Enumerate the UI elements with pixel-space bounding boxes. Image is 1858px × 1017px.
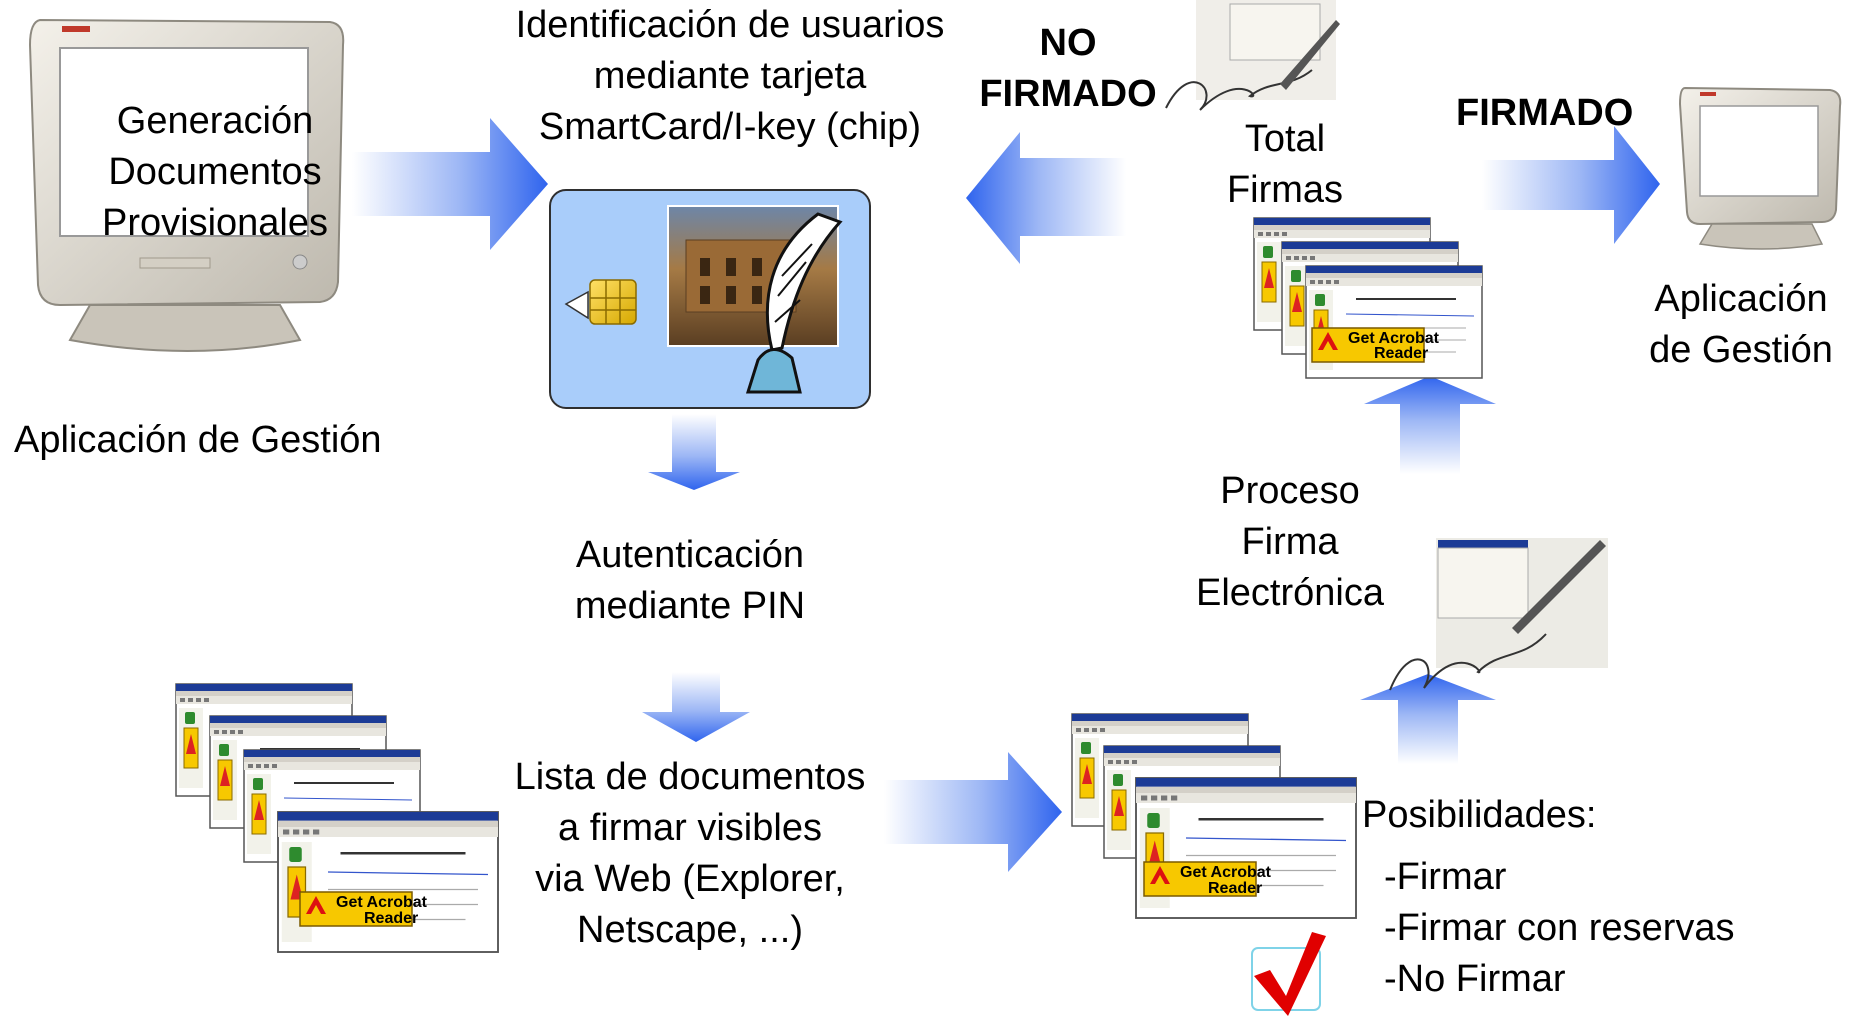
- label-autenticacion: Autenticación mediante PIN: [540, 530, 840, 632]
- label-proceso-line2: Firma: [1241, 521, 1339, 563]
- arrow-up-to-total: [1364, 376, 1496, 474]
- label-no-firmado-line1: NO: [1039, 22, 1097, 64]
- label-identificacion-line1: Identificación de usuarios: [515, 4, 945, 46]
- label-identificacion-line2: mediante tarjeta: [593, 55, 867, 97]
- label-aplicacion-right-line2: de Gestión: [1649, 329, 1833, 371]
- arrow-firmado-right: [1482, 126, 1660, 244]
- label-autenticacion-line2: mediante PIN: [574, 585, 806, 627]
- label-total-firmas-line2: Firmas: [1226, 169, 1344, 211]
- label-lista-line4: Netscape, ...): [577, 909, 803, 951]
- arrow-pin-down: [642, 672, 750, 742]
- label-proceso: Proceso Firma Electrónica: [1160, 466, 1420, 619]
- signature-top-icon: [1165, 0, 1340, 111]
- acrobat-text-mid-1: Get Acrobat: [1180, 864, 1272, 881]
- label-total-firmas-line1: Total: [1244, 118, 1326, 160]
- acrobat-labels: Get Acrobat Reader Get Acrobat Reader Ge…: [336, 330, 1440, 927]
- label-lista-line1: Lista de documentos: [514, 756, 866, 798]
- acrobat-text-left-2: Reader: [364, 910, 418, 927]
- arrow-left-to-card: [352, 118, 548, 250]
- label-lista-line2: a firmar visibles: [558, 807, 822, 849]
- label-identificacion: Identificación de usuarios mediante tarj…: [470, 0, 990, 153]
- list-posibilidades: -Firmar -Firmar con reservas -No Firmar: [1384, 852, 1735, 1005]
- label-no-firmado: NO FIRMADO: [948, 18, 1188, 120]
- label-firmado: FIRMADO: [1456, 92, 1634, 134]
- label-total-firmas: Total Firmas: [1200, 114, 1370, 216]
- signature-bottom-icon: [1389, 538, 1608, 691]
- label-aplicacion-right: Aplicación de Gestión: [1626, 274, 1856, 376]
- acrobat-text-right-2: Reader: [1374, 345, 1428, 362]
- check-icon: [1251, 932, 1326, 1016]
- arrow-lista-to-docs: [884, 752, 1062, 872]
- monitor-right-icon: [1678, 86, 1842, 250]
- smartcard-icon: [549, 189, 871, 409]
- arrow-up-to-proceso: [1360, 674, 1496, 764]
- label-proceso-line1: Proceso: [1220, 470, 1360, 512]
- label-proceso-line3: Electrónica: [1196, 572, 1384, 614]
- label-aplicacion-right-line1: Aplicación: [1654, 278, 1828, 320]
- label-posibilidades-title: Posibilidades:: [1362, 794, 1597, 836]
- list-item-no-firmar: -No Firmar: [1384, 958, 1566, 1000]
- acrobat-text-mid-2: Reader: [1208, 880, 1262, 897]
- arrow-to-total-left: [966, 132, 1126, 264]
- label-generacion: Generación Documentos Provisionales: [70, 96, 360, 249]
- label-identificacion-line3: SmartCard/I-key (chip): [538, 106, 922, 148]
- label-lista: Lista de documentos a firmar visibles vi…: [470, 752, 910, 956]
- list-item-firmar-reservas: -Firmar con reservas: [1384, 907, 1735, 949]
- label-lista-line3: via Web (Explorer,: [535, 858, 845, 900]
- doc-stack-left: [175, 683, 500, 954]
- label-no-firmado-line2: FIRMADO: [979, 73, 1157, 115]
- arrow-card-down: [648, 414, 740, 490]
- monitor-left-icon: [28, 18, 345, 352]
- label-autenticacion-line1: Autenticación: [575, 534, 805, 576]
- doc-stack-right: [1253, 217, 1483, 379]
- acrobat-text-left-1: Get Acrobat: [336, 894, 428, 911]
- label-aplicacion-left: Aplicación de Gestión: [14, 419, 382, 461]
- acrobat-text-right-1: Get Acrobat: [1348, 330, 1440, 347]
- label-generacion-line3: Provisionales: [102, 202, 328, 244]
- label-generacion-line1: Generación: [116, 100, 314, 142]
- list-item-firmar: -Firmar: [1384, 856, 1507, 898]
- label-generacion-line2: Documentos: [108, 151, 322, 193]
